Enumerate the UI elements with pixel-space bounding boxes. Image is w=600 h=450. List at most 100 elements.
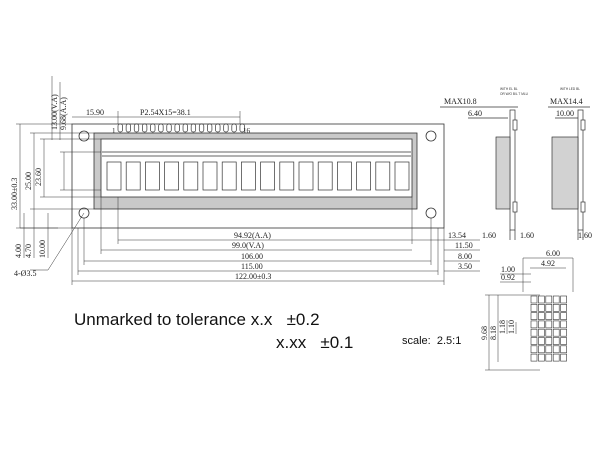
dim-bezel-height: 25.00 <box>24 172 33 190</box>
side2-max-label: MAX14.4 <box>550 97 583 106</box>
char-p100: 1.00 <box>501 265 515 274</box>
pin-pad <box>215 123 221 133</box>
matrix-dot <box>530 353 538 362</box>
character-cell <box>125 161 141 191</box>
pin-pad <box>182 123 188 133</box>
matrix-dot <box>538 328 545 337</box>
matrix-dot <box>538 312 545 320</box>
dim-aa-width: 94.92(A.A) <box>234 231 271 240</box>
pin-pad <box>166 123 172 133</box>
matrix-dot <box>545 353 553 362</box>
char-h968: 9.68 <box>480 326 489 340</box>
dim-11-50: 11.50 <box>455 241 473 250</box>
character-cell <box>164 161 179 191</box>
char-w600: 6.00 <box>546 249 560 258</box>
matrix-dot <box>545 345 553 354</box>
char-w492: 4.92 <box>541 259 555 268</box>
matrix-dot <box>538 337 545 345</box>
matrix-dot <box>560 353 567 362</box>
character-cell <box>260 161 275 191</box>
matrix-dot <box>530 328 538 337</box>
side1-max-label: MAX10.8 <box>444 97 477 106</box>
matrix-dot <box>552 303 560 312</box>
matrix-dot <box>545 295 553 304</box>
character-cell <box>221 161 237 191</box>
matrix-dot <box>545 337 553 345</box>
matrix-dot <box>560 337 567 345</box>
dimension-lines <box>16 76 480 285</box>
matrix-dot <box>538 320 545 329</box>
char-h118: 1.18 <box>498 320 507 334</box>
matrix-dot <box>560 303 567 312</box>
character-cell <box>356 161 371 191</box>
side2-thickness: 10.00 <box>556 109 574 118</box>
matrix-dot <box>545 320 553 329</box>
mounting-hole-tr <box>425 130 437 142</box>
pcb-outline <box>71 123 445 229</box>
matrix-dot <box>552 337 560 345</box>
matrix-dot <box>530 312 538 320</box>
char-h110: 1.10 <box>507 320 516 334</box>
char-p092: 0.92 <box>501 273 515 282</box>
pin-pad <box>150 123 156 133</box>
matrix-dot <box>560 345 567 354</box>
pin-pad <box>207 123 213 133</box>
pin-pad <box>198 123 205 133</box>
dim-4-70: 4.70 <box>24 244 33 258</box>
dim-10-00: 10.00 <box>38 240 47 258</box>
side-view-2 <box>548 106 590 240</box>
character-cell <box>337 161 352 191</box>
matrix-dot <box>530 345 538 354</box>
pin-label-first: 1 <box>112 127 116 135</box>
dim-outline-height: 33.00±0.3 <box>10 178 19 210</box>
character-cell <box>202 161 218 191</box>
dim-106: 106.00 <box>241 252 263 261</box>
character-cell <box>241 161 256 191</box>
character-cell <box>298 161 314 191</box>
character-cell <box>394 161 410 191</box>
pin-pad <box>231 123 237 133</box>
side-view-1 <box>440 106 518 240</box>
character-cell <box>279 161 295 191</box>
dim-122: 122.00±0.3 <box>235 272 271 281</box>
matrix-dot <box>552 345 560 354</box>
dim-window-height: 23.60 <box>34 168 43 186</box>
matrix-dot <box>552 295 560 304</box>
matrix-dot <box>545 328 553 337</box>
matrix-dot <box>552 320 560 329</box>
dim-8-00: 8.00 <box>458 252 472 261</box>
character-cell <box>183 161 199 191</box>
matrix-dot <box>538 295 545 304</box>
matrix-dot <box>552 328 560 337</box>
matrix-dot <box>560 295 567 304</box>
mounting-hole-tl <box>78 130 90 142</box>
character-cell <box>106 161 122 191</box>
pin-pad <box>133 123 140 133</box>
matrix-dot <box>530 303 538 312</box>
side2-bottom: 1.60 <box>578 231 592 240</box>
pin-pad <box>223 123 229 133</box>
pin-pad <box>190 123 197 133</box>
matrix-dot <box>560 328 567 337</box>
mounting-hole-br <box>425 207 437 219</box>
dim-va-height: 13.00(V.A) <box>50 94 59 130</box>
matrix-dot <box>545 303 553 312</box>
matrix-dot <box>530 295 538 304</box>
pin-pad <box>174 123 180 133</box>
character-cell <box>145 161 160 191</box>
pin-pad <box>158 123 164 133</box>
matrix-dot <box>530 320 538 329</box>
character-cell <box>317 161 333 191</box>
matrix-dot <box>552 312 560 320</box>
dim-3-50: 3.50 <box>458 262 472 271</box>
character-cell <box>375 161 391 191</box>
matrix-dot <box>530 337 538 345</box>
matrix-dot <box>560 312 567 320</box>
dim-top-offset: 15.90 <box>86 108 104 117</box>
char-detail-dims <box>485 257 574 371</box>
pin-pad <box>239 123 245 133</box>
dim-hole: 4-Ø3.5 <box>14 269 36 278</box>
side2-note: WITH LED BL <box>560 87 580 91</box>
